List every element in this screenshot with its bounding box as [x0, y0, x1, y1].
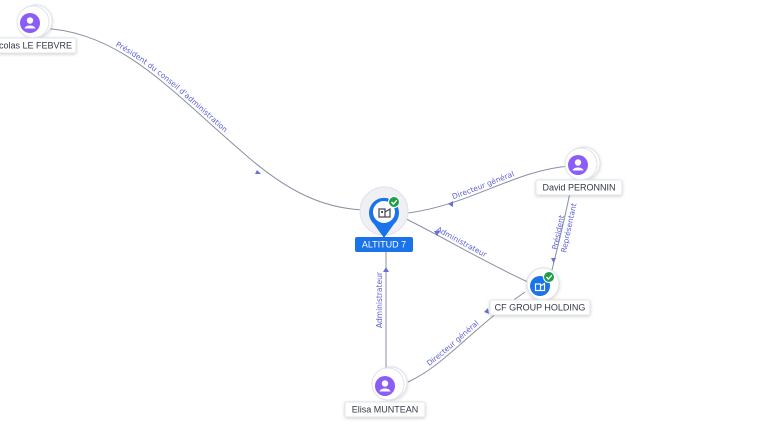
edge-cfgroup-altitud[interactable]: Administrateur [397, 214, 529, 283]
person-icon [20, 13, 40, 33]
edge-elisa-altitud[interactable]: Administrateur [375, 239, 389, 381]
person-icon [568, 155, 588, 175]
node-altitud-7[interactable]: ALTITUD 7 [355, 186, 413, 252]
edge-label: Directeur général [425, 319, 481, 368]
arrow-icon [551, 258, 556, 263]
node-label: CF GROUP HOLDING [495, 303, 586, 313]
node-label: Elisa MUNTEAN [352, 405, 419, 415]
node-elisa-muntean[interactable]: Elisa MUNTEAN [344, 366, 426, 418]
arrow-icon [434, 231, 440, 236]
node-david-peronnin[interactable]: David PERONNIN [535, 146, 623, 196]
edge-label: Administrateur [375, 271, 384, 328]
person-icon [375, 376, 395, 396]
edge-nicolas-altitud[interactable]: Président du conseil d'administration [37, 27, 379, 211]
check-icon [388, 196, 400, 208]
building-icon [378, 207, 391, 218]
arrow-icon [383, 267, 389, 272]
node-label: colas LE FEBVRE [0, 41, 72, 51]
edge-label: Directeur général [451, 169, 515, 201]
arrow-icon [255, 170, 261, 174]
arrow-icon [448, 201, 453, 207]
edge-label: Président du conseil d'administration [114, 40, 229, 135]
node-label: ALTITUD 7 [362, 240, 406, 250]
check-icon [543, 271, 555, 283]
arrow-icon [484, 308, 489, 314]
node-cf-group-holding[interactable]: CF GROUP HOLDING [489, 267, 591, 316]
edge-label: Administrateur [435, 225, 489, 260]
node-nicolas-le-febvre[interactable]: colas LE FEBVRE [0, 4, 77, 54]
node-label: David PERONNIN [542, 183, 615, 193]
